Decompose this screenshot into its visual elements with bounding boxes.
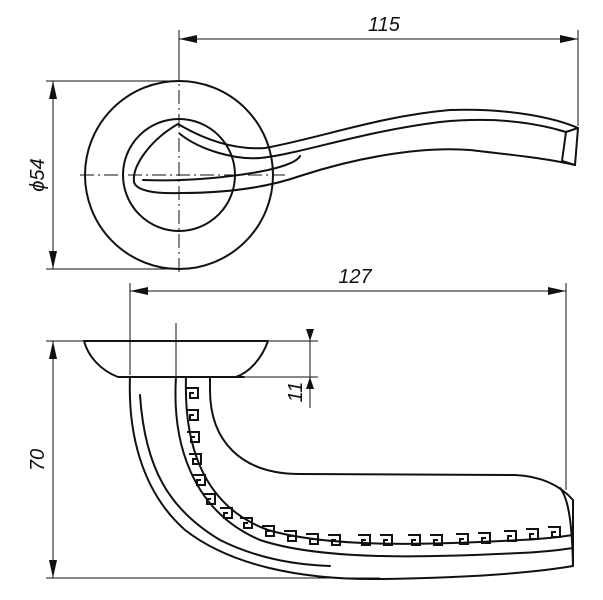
meander-motif <box>358 534 371 546</box>
meander-motif <box>456 533 469 545</box>
dim-70-arrow-bottom <box>49 560 57 578</box>
greek-key-pattern <box>186 387 561 546</box>
dim-115-arrow-right <box>560 35 578 43</box>
dim-70-arrow-top <box>49 341 57 359</box>
meander-motif <box>220 507 233 519</box>
lever-top-neck-edge <box>142 155 301 182</box>
meander-motif <box>203 493 216 505</box>
dim-115-label: 115 <box>368 14 401 36</box>
lever-top-outline <box>132 108 579 195</box>
dim-11-label: 11 <box>285 382 307 403</box>
dim-127-label: 127 <box>338 266 372 288</box>
meander-motif <box>186 409 199 421</box>
dimension-diameter-54: ϕ54 <box>27 80 175 270</box>
meander-motif <box>328 534 341 546</box>
meander-motif <box>306 533 319 545</box>
lever-top-endcap <box>561 127 579 166</box>
meander-motif <box>380 534 393 546</box>
meander-motif <box>193 474 206 486</box>
meander-motif <box>478 532 491 544</box>
meander-motif <box>430 534 443 546</box>
dimension-127: 127 <box>129 266 567 490</box>
dimension-115: 115 <box>178 14 579 126</box>
lever-top-inner-edge <box>179 118 567 160</box>
dim-127-arrow-right <box>548 287 566 295</box>
dim-115-arrow-left <box>179 35 197 43</box>
meander-motif <box>186 387 199 399</box>
dimension-70: 70 <box>27 340 380 579</box>
dim-11-arrow-top <box>306 329 314 341</box>
lever-side-end <box>559 487 574 567</box>
dim-54-arrow-top <box>49 81 57 99</box>
meander-motif <box>189 453 202 465</box>
dim-127-arrow-left <box>130 287 148 295</box>
meander-motif <box>504 530 517 542</box>
meander-motif <box>240 517 253 529</box>
dim-54-label: ϕ54 <box>27 158 49 191</box>
dim-11-arrow-bottom <box>306 377 314 389</box>
lever-band-edge-lower <box>139 394 331 567</box>
top-view <box>80 66 579 276</box>
lever-side-outline <box>128 376 574 581</box>
meander-motif <box>548 526 561 538</box>
meander-motif <box>262 525 275 537</box>
meander-motif <box>187 431 200 443</box>
meander-motif <box>284 530 297 542</box>
dim-70-label: 70 <box>27 449 49 471</box>
dimension-11: 11 <box>236 329 318 408</box>
dim-54-arrow-bottom <box>49 251 57 269</box>
meander-motif <box>408 534 421 546</box>
lever-band-edge-outer <box>174 376 574 558</box>
meander-motif <box>526 528 539 540</box>
side-view <box>83 323 574 581</box>
